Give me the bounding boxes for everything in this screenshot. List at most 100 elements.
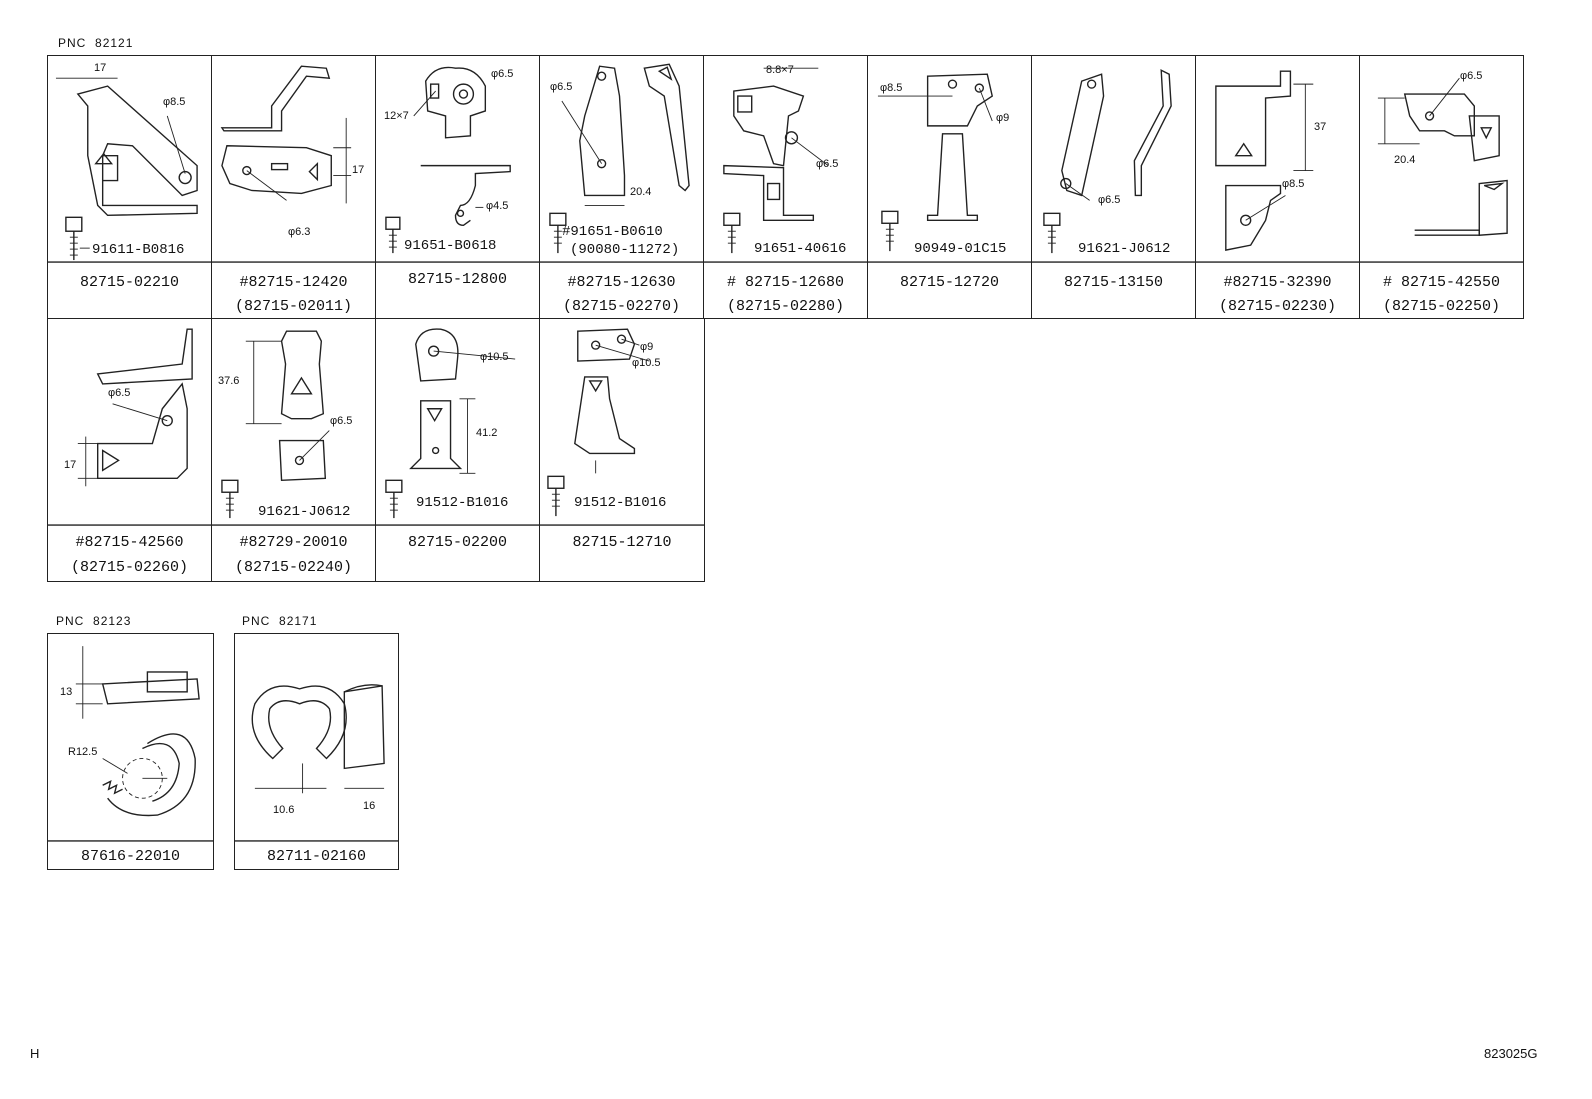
- dimension-label: 41.2: [476, 427, 498, 439]
- part-number: 82711-02160: [266, 848, 367, 865]
- dimension-label: φ8.5: [163, 96, 186, 108]
- clip-drawing: [235, 634, 398, 869]
- dimension-label: φ6.3: [288, 226, 311, 238]
- bolt-part-number: 91512-B1016: [416, 495, 509, 511]
- dimension-label: φ6.5: [550, 81, 573, 93]
- dimension-label: φ6.5: [108, 387, 131, 399]
- part-number: 82715-02210: [79, 274, 180, 291]
- page-marker: H: [30, 1046, 41, 1061]
- bolt-alt-part-number: (90080-11272): [570, 242, 680, 258]
- part-cell[interactable]: φ6.5 20.4 #91651-B0610 (90080-11272) #82…: [540, 56, 704, 319]
- pnc-label: PNC: [242, 614, 271, 628]
- pnc-label: PNC: [58, 36, 87, 50]
- bolt-part-number: 91611-B0816: [92, 242, 185, 258]
- dimension-label: φ6.5: [491, 68, 514, 80]
- part-number: 82715-02200: [407, 534, 508, 551]
- dimension-label: 17: [352, 164, 365, 176]
- dimension-label: φ6.5: [816, 158, 839, 170]
- bolt-part-number: 91651-40616: [754, 241, 847, 257]
- bracket-drawing: [704, 56, 867, 318]
- bracket-drawing: [1032, 56, 1195, 318]
- bracket-drawing: [212, 56, 375, 318]
- dimension-label: φ4.5: [486, 200, 509, 212]
- bolt-part-number: 91621-J0612: [258, 504, 351, 520]
- parts-grid-row2: φ6.5 17 #82715-42560 (82715-02260): [47, 318, 705, 582]
- dimension-label: φ6.5: [1460, 70, 1483, 82]
- bracket-drawing: [540, 56, 703, 318]
- bolt-part-number: 90949-01C15: [914, 241, 1007, 257]
- pnc-label: PNC: [56, 614, 85, 628]
- dimension-label: φ8.5: [880, 82, 903, 94]
- pnc-number: 82171: [279, 614, 318, 628]
- bolt-part-number: #91651-B0610: [562, 224, 663, 240]
- part-number: 82715-12800: [407, 271, 508, 288]
- dimension-label: 12×7: [384, 110, 409, 122]
- dimension-label: 8.8×7: [766, 64, 794, 76]
- part-cell[interactable]: 37.6 φ6.5 91621-J0612 #82729-20010 (8271…: [212, 319, 376, 582]
- parts-grid-row1: 17 φ8.5 91611-B0816 82715-02210 17 φ6.3 …: [47, 55, 1524, 319]
- part-number: #82715-12630: [567, 274, 676, 291]
- part-cell[interactable]: φ6.5 17 #82715-42560 (82715-02260): [48, 319, 212, 582]
- dimension-label: φ10.5: [632, 357, 661, 369]
- bracket-drawing: [212, 319, 375, 581]
- part-cell[interactable]: φ6.5 12×7 φ4.5 91651-B0618 82715-12800: [376, 56, 540, 319]
- part-number: # 82715-42550: [1382, 274, 1501, 291]
- dimension-label: R12.5: [68, 746, 98, 758]
- part-number: #82715-12420: [239, 274, 348, 291]
- part-cell[interactable]: 37 φ8.5 #82715-32390 (82715-02230): [1196, 56, 1360, 319]
- part-cell[interactable]: φ6.5 91621-J0612 82715-13150: [1032, 56, 1196, 319]
- bracket-drawing: [48, 56, 211, 318]
- superseded-part-number: (82715-02230): [1218, 298, 1337, 315]
- superseded-part-number: (82715-02280): [726, 298, 845, 315]
- dimension-label: φ9: [996, 112, 1010, 124]
- parts-grid-82123: 13 R12.5 87616-22010: [47, 633, 214, 870]
- part-cell[interactable]: φ6.5 20.4 # 82715-42550 (82715-02250): [1360, 56, 1524, 319]
- dimension-label: φ6.5: [330, 415, 353, 427]
- dimension-label: 16: [363, 800, 376, 812]
- part-number: 87616-22010: [80, 848, 181, 865]
- dimension-label: 20.4: [630, 186, 652, 198]
- dimension-label: φ10.5: [480, 351, 509, 363]
- part-number: #82715-42560: [75, 534, 184, 551]
- part-number: 82715-13150: [1063, 274, 1164, 291]
- superseded-part-number: (82715-02250): [1382, 298, 1501, 315]
- bracket-drawing: [1196, 56, 1359, 318]
- dimension-label: 20.4: [1394, 154, 1416, 166]
- bracket-drawing: [1360, 56, 1523, 318]
- pnc-label-82171: PNC 82171: [242, 614, 317, 628]
- clamp-drawing: [48, 634, 213, 869]
- superseded-part-number: (82715-02260): [70, 559, 189, 576]
- superseded-part-number: (82715-02270): [562, 298, 681, 315]
- part-cell[interactable]: φ10.5 41.2 91512-B1016 82715-02200: [376, 319, 540, 582]
- part-number: #82729-20010: [239, 534, 348, 551]
- part-cell[interactable]: 13 R12.5 87616-22010: [48, 634, 214, 870]
- pnc-number: 82121: [95, 36, 134, 50]
- dimension-label: φ9: [640, 341, 654, 353]
- part-cell[interactable]: φ8.5 φ9 90949-01C15 82715-12720: [868, 56, 1032, 319]
- bolt-part-number: 91512-B1016: [574, 495, 667, 511]
- parts-grid-82171: 10.6 16 82711-02160: [234, 633, 399, 870]
- pnc-label-82123: PNC 82123: [56, 614, 131, 628]
- part-cell[interactable]: 17 φ8.5 91611-B0816 82715-02210: [48, 56, 212, 319]
- superseded-part-number: (82715-02240): [234, 559, 353, 576]
- dimension-label: 13: [60, 686, 73, 698]
- bracket-drawing: [868, 56, 1031, 318]
- bolt-part-number: 91651-B0618: [404, 238, 497, 254]
- bolt-part-number: 91621-J0612: [1078, 241, 1171, 257]
- part-cell[interactable]: 10.6 16 82711-02160: [235, 634, 399, 870]
- part-number: #82715-32390: [1223, 274, 1332, 291]
- part-cell[interactable]: φ9 φ10.5 91512-B1016 82715-12710: [540, 319, 705, 582]
- bracket-drawing: [48, 319, 211, 581]
- pnc-number: 82123: [93, 614, 132, 628]
- dimension-label: 17: [94, 62, 107, 74]
- dimension-label: 37: [1314, 121, 1327, 133]
- bracket-drawing: [540, 319, 704, 581]
- part-cell[interactable]: 8.8×7 φ6.5 91651-40616 # 82715-12680 (82…: [704, 56, 868, 319]
- dimension-label: φ6.5: [1098, 194, 1121, 206]
- part-number: 82715-12720: [899, 274, 1000, 291]
- part-number: # 82715-12680: [726, 274, 845, 291]
- dimension-label: φ8.5: [1282, 178, 1305, 190]
- superseded-part-number: (82715-02011): [234, 298, 353, 315]
- part-number: 82715-12710: [572, 534, 672, 551]
- part-cell[interactable]: 17 φ6.3 #82715-12420 (82715-02011): [212, 56, 376, 319]
